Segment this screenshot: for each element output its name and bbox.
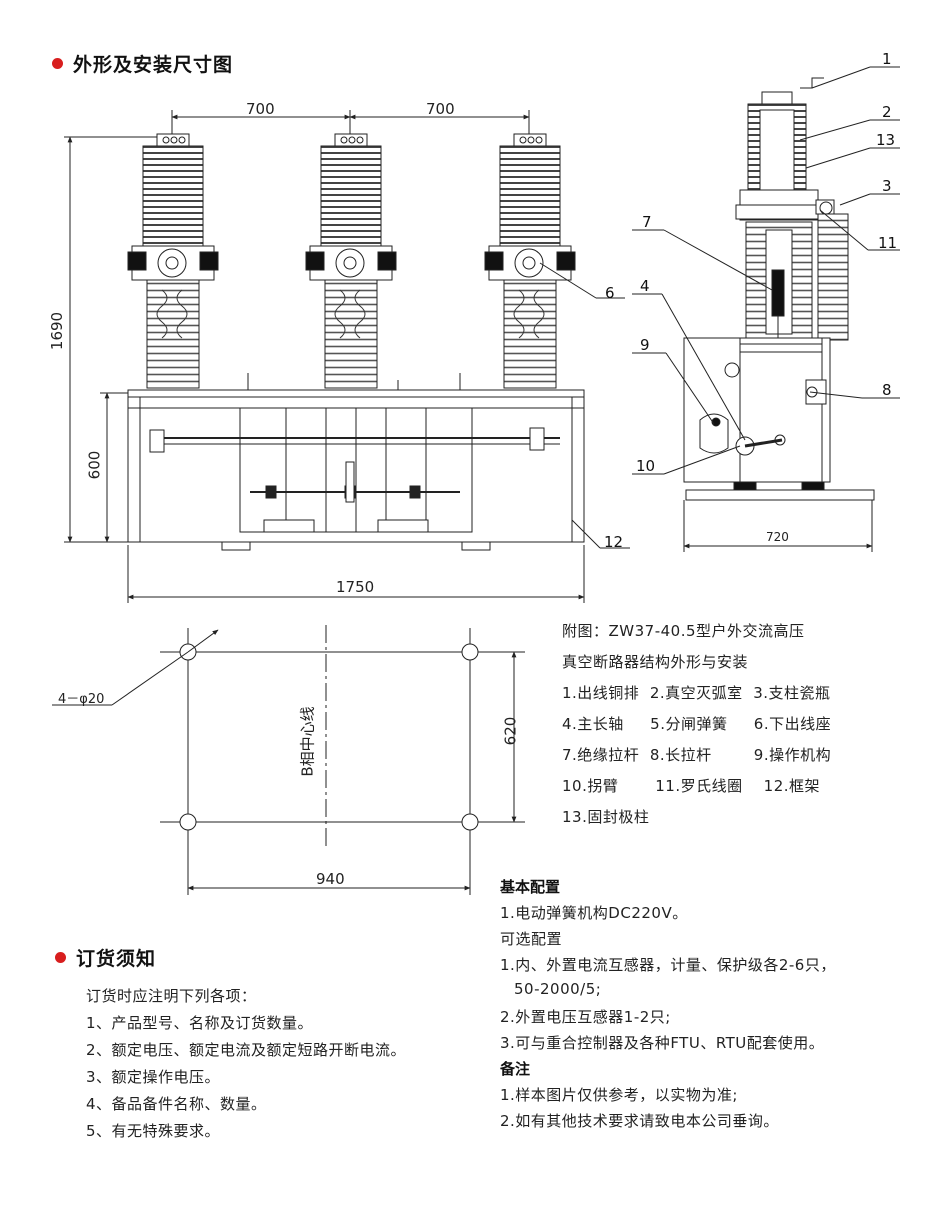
- note-1: 1.样本图片仅供参考，以实物为准;: [500, 1086, 738, 1104]
- parts-line-1: 1.出线铜排 2.真空灭弧室 3.支柱瓷瓶: [562, 684, 831, 702]
- hole-spec-label: 4－φ20: [58, 692, 105, 707]
- dim-940: 940: [316, 870, 345, 888]
- order-list: 订货时应注明下列各项： 1、产品型号、名称及订货数量。 2、额定电压、额定电流及…: [86, 985, 406, 1147]
- order-item: 1、产品型号、名称及订货数量。: [86, 1014, 314, 1032]
- callout-9: 9: [640, 336, 650, 354]
- callout-4: 4: [640, 277, 650, 295]
- order-item: 3、额定操作电压。: [86, 1068, 221, 1086]
- callout-12: 12: [604, 533, 624, 551]
- callout-1: 1: [882, 50, 892, 68]
- callout-8: 8: [882, 381, 892, 399]
- callout-6-front: 6: [605, 284, 615, 302]
- optional-config-1b: 50-2000/5;: [514, 980, 602, 998]
- figure-caption: 附图：ZW37-40.5型户外交流高压 真空断路器结构外形与安装 1.出线铜排 …: [562, 620, 831, 837]
- note-2: 2.如有其他技术要求请致电本公司垂询。: [500, 1112, 779, 1130]
- order-item: 4、备品备件名称、数量。: [86, 1095, 267, 1113]
- dim-720: 720: [766, 530, 789, 544]
- order-item: 2、额定电压、额定电流及额定短路开断电流。: [86, 1041, 407, 1059]
- outline-section-header: 外形及安装尺寸图: [52, 50, 233, 77]
- basic-config-heading: 基本配置: [500, 878, 561, 896]
- dim-700-left: 700: [246, 100, 275, 118]
- caption-title-1: 附图：ZW37-40.5型户外交流高压: [562, 622, 805, 640]
- parts-line-5: 13.固封极柱: [562, 808, 650, 826]
- caption-title-2: 真空断路器结构外形与安装: [562, 653, 749, 671]
- optional-config-2: 2.外置电压互感器1-2只;: [500, 1008, 671, 1026]
- parts-line-2: 4.主长轴 5.分闸弹簧 6.下出线座: [562, 715, 832, 733]
- optional-config-1a: 1.内、外置电流互感器，计量、保护级各2-6只，: [500, 956, 836, 974]
- dim-700-right: 700: [426, 100, 455, 118]
- dim-620: 620: [501, 716, 520, 746]
- parts-line-3: 7.绝缘拉杆 8.长拉杆 9.操作机构: [562, 746, 832, 764]
- optional-config-heading: 可选配置: [500, 930, 563, 948]
- order-section-header: 订货须知: [55, 944, 156, 971]
- order-item: 5、有无特殊要求。: [86, 1122, 221, 1140]
- optional-config-3: 3.可与重合控制器及各种FTU、RTU配套使用。: [500, 1034, 825, 1052]
- callout-2: 2: [882, 103, 892, 121]
- parts-line-4: 10.拐臂 11.罗氏线圈 12.框架: [562, 777, 821, 795]
- dim-1690: 1690: [48, 311, 67, 351]
- callout-3: 3: [882, 177, 892, 195]
- bullet-dot-icon: [52, 58, 63, 69]
- callout-11: 11: [878, 234, 898, 252]
- dim-600: 600: [85, 450, 104, 480]
- bullet-dot-icon: [55, 952, 66, 963]
- dim-1750: 1750: [336, 578, 375, 596]
- b-phase-center-label: B相中心线: [298, 706, 317, 777]
- outline-section-title: 外形及安装尺寸图: [73, 54, 234, 76]
- callout-7: 7: [642, 213, 652, 231]
- config-block: 基本配置 1.电动弹簧机构DC220V。 可选配置 1.内、外置电流互感器，计量…: [500, 876, 836, 1136]
- order-section-title: 订货须知: [76, 948, 157, 970]
- callout-10: 10: [636, 457, 656, 475]
- order-intro: 订货时应注明下列各项：: [86, 987, 257, 1005]
- basic-config-1: 1.电动弹簧机构DC220V。: [500, 904, 688, 922]
- notes-heading: 备注: [500, 1060, 531, 1078]
- callout-13: 13: [876, 131, 896, 149]
